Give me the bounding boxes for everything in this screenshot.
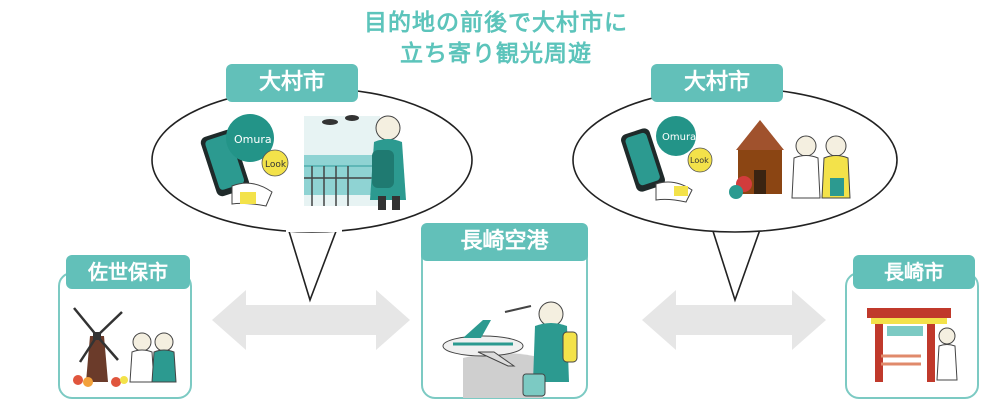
sasebo-label: 佐世保市: [66, 255, 190, 289]
look-label-right: Look: [690, 156, 709, 165]
left-double-arrow: [212, 290, 410, 350]
left-bubble-label: 大村市: [226, 64, 358, 102]
title-line-1: 目的地の前後で大村市に: [364, 10, 628, 36]
airport-label: 長崎空港: [421, 223, 588, 261]
airport-card: [421, 236, 588, 399]
diagram-title: 目的地の前後で大村市に 立ち寄り観光周遊: [0, 8, 992, 70]
phone-brand-label-right: Omura: [662, 132, 696, 143]
nagasaki-illustration: [867, 308, 958, 382]
sasebo-card: [58, 272, 192, 399]
look-label: Look: [265, 160, 287, 170]
airport-illustration: [442, 301, 578, 398]
nagasaki-label: 長崎市: [853, 255, 975, 289]
sasebo-illustration: [73, 307, 177, 387]
right-bubble-label: 大村市: [651, 64, 783, 102]
right-bubble-illustration: Omura Look: [621, 116, 851, 203]
title-line-2: 立ち寄り観光周遊: [400, 41, 592, 67]
phone-brand-label: Omura: [234, 133, 272, 146]
right-double-arrow: [642, 290, 826, 350]
left-bubble-illustration: Omura Look: [200, 114, 406, 210]
nagasaki-card: [845, 272, 979, 399]
